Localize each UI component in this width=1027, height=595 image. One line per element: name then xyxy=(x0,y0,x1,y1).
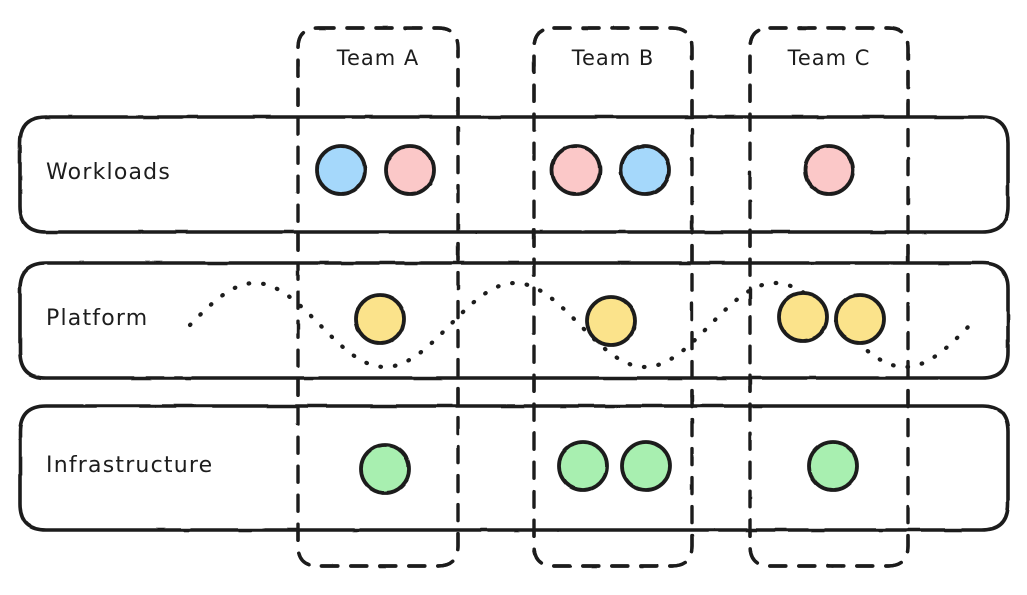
layer-label-workloads: Workloads xyxy=(46,159,171,185)
team-column-team-a[interactable] xyxy=(296,26,460,568)
team-label-team-c: Team C xyxy=(787,46,871,70)
layer-box-infrastructure[interactable] xyxy=(18,404,1010,532)
team-column-team-b[interactable] xyxy=(532,26,694,568)
team-column-team-c[interactable] xyxy=(748,26,910,568)
node-circle-green[interactable] xyxy=(620,440,672,492)
node-circle-yellow[interactable] xyxy=(777,291,829,343)
node-circle-pink[interactable] xyxy=(384,144,436,196)
layer-label-infrastructure: Infrastructure xyxy=(46,453,214,478)
node-circle-green[interactable] xyxy=(807,440,859,492)
layer-box-platform[interactable] xyxy=(18,261,1010,380)
team-label-team-a: Team A xyxy=(336,46,420,70)
node-circle-yellow[interactable] xyxy=(354,293,406,345)
node-circle-blue[interactable] xyxy=(619,144,671,196)
layer-box-workloads[interactable] xyxy=(18,115,1010,234)
node-circle-pink[interactable] xyxy=(550,144,602,196)
layer-label-platform: Platform xyxy=(46,305,149,331)
node-circle-green[interactable] xyxy=(359,443,411,495)
node-circle-blue[interactable] xyxy=(315,144,367,196)
node-circle-green[interactable] xyxy=(557,440,609,492)
platform-wave-icon xyxy=(187,280,973,370)
node-circle-yellow[interactable] xyxy=(585,295,637,347)
team-label-team-b: Team B xyxy=(571,46,655,70)
node-circle-yellow[interactable] xyxy=(834,293,886,345)
node-circle-pink[interactable] xyxy=(803,144,855,196)
